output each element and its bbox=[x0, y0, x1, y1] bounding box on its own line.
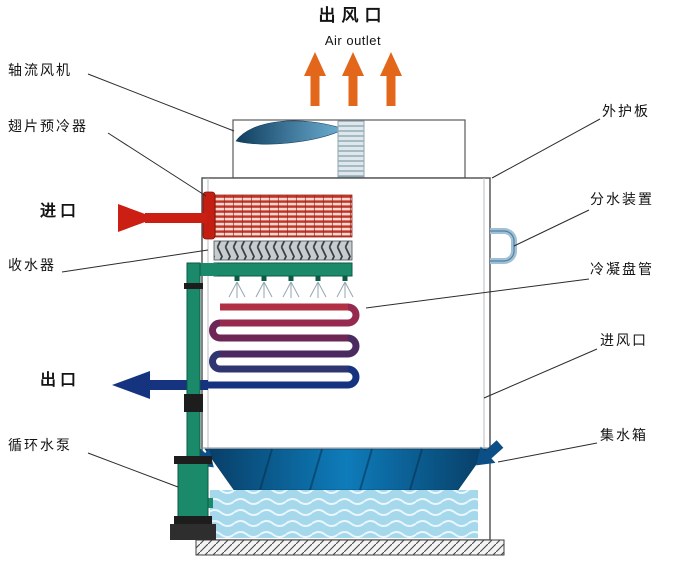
coil-bend bbox=[347, 334, 360, 358]
basin-funnel bbox=[204, 448, 488, 491]
label-inlet: 进口 bbox=[40, 203, 81, 220]
outlet-pipe-shaft bbox=[145, 380, 208, 390]
air-outlet-label-cn: 出风口 bbox=[318, 6, 388, 25]
label-outlet: 出口 bbox=[40, 372, 81, 389]
leader-water-distributor bbox=[513, 209, 590, 247]
outlet-pipe bbox=[112, 371, 208, 399]
water-distributor-bar bbox=[213, 262, 353, 277]
label-outer-panel: 外护板 bbox=[602, 103, 650, 119]
label-circulating-pump: 循环水泵 bbox=[8, 437, 72, 453]
up-arrow-icon bbox=[380, 52, 402, 106]
label-water-distributor: 分水装置 bbox=[590, 191, 654, 207]
basin-water bbox=[210, 490, 478, 538]
label-drift-eliminator: 收水器 bbox=[8, 257, 56, 273]
leader-air-inlet bbox=[483, 348, 598, 399]
leader-water-tank bbox=[497, 442, 598, 463]
label-condensing-coil: 冷凝盘管 bbox=[590, 261, 654, 277]
external-riser-handle bbox=[490, 228, 517, 264]
leader-circulating-pump bbox=[87, 452, 179, 488]
pump-body bbox=[177, 461, 209, 519]
circulation-pump bbox=[170, 456, 216, 540]
inlet-pipe-shaft bbox=[145, 213, 207, 223]
air-inlet-arrow-right-icon bbox=[476, 440, 504, 466]
coil-bend bbox=[209, 319, 221, 342]
pipe-valve bbox=[184, 394, 203, 412]
air-outlet-arrows bbox=[304, 52, 402, 106]
coil-bend bbox=[209, 350, 221, 373]
up-arrow-icon bbox=[304, 52, 326, 106]
up-arrow-icon bbox=[342, 52, 364, 106]
label-air-inlet: 进风口 bbox=[600, 332, 648, 348]
leader-axial-fan bbox=[87, 73, 235, 132]
pump-flange-bottom bbox=[174, 516, 212, 524]
precooler-core bbox=[213, 194, 353, 238]
inlet-pipe bbox=[118, 204, 207, 232]
base-foundation bbox=[195, 539, 505, 556]
condensing-coil bbox=[206, 303, 360, 389]
pipe-flange bbox=[184, 283, 203, 289]
pump-flange-top bbox=[174, 456, 212, 464]
inlet-arrow-icon bbox=[118, 204, 156, 232]
water-basin bbox=[186, 440, 504, 538]
label-water-tank: 集水箱 bbox=[600, 427, 648, 443]
leader-fin-precooler bbox=[107, 132, 207, 197]
label-axial-fan: 轴流风机 bbox=[8, 62, 72, 78]
spray-lines bbox=[228, 281, 354, 298]
spray-nozzles bbox=[228, 276, 354, 298]
fan-hub bbox=[337, 120, 365, 178]
leader-condensing-coil bbox=[365, 278, 590, 309]
leader-drift-eliminator bbox=[61, 249, 209, 273]
label-fin-precooler: 翅片预冷器 bbox=[8, 118, 88, 134]
air-outlet-label-en: Air outlet bbox=[324, 33, 382, 48]
drift-eliminator bbox=[213, 240, 353, 261]
leader-outer-panel bbox=[491, 118, 601, 179]
coil-bend bbox=[347, 365, 360, 389]
leader-lines bbox=[61, 73, 601, 488]
outlet-arrow-icon bbox=[112, 371, 150, 399]
pump-pedestal bbox=[170, 524, 216, 540]
coil-bend bbox=[347, 303, 360, 327]
circulation-piping bbox=[170, 262, 353, 540]
fin-precooler bbox=[202, 191, 353, 240]
fan-assembly bbox=[232, 119, 466, 179]
basin-louvers bbox=[259, 448, 423, 491]
